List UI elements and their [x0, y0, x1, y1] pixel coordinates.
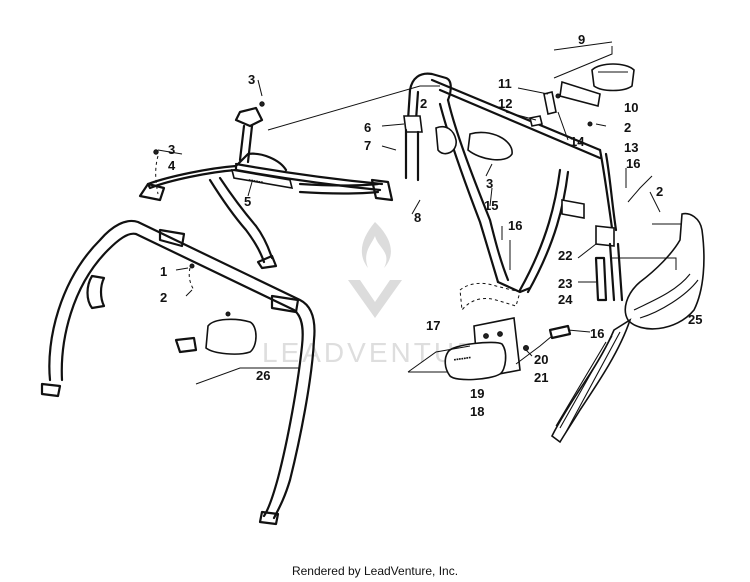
callout-19: 19 [470, 386, 484, 401]
callout-21: 21 [534, 370, 548, 385]
callout-2: 2 [420, 96, 427, 111]
watermark-flame-icon [361, 222, 391, 268]
callout-5: 5 [244, 194, 251, 209]
watermark-v-icon [348, 280, 402, 318]
callout-1: 1 [160, 264, 167, 279]
callout-17: 17 [426, 318, 440, 333]
svg-text:▪▪▪▪▪▪▪: ▪▪▪▪▪▪▪ [453, 355, 472, 364]
part-bracket-3 [234, 101, 265, 164]
callout-9: 9 [578, 32, 585, 47]
callout-16: 16 [626, 156, 640, 171]
callout-11: 11 [498, 76, 512, 91]
callout-3: 3 [248, 72, 255, 87]
callout-26: 26 [256, 368, 270, 383]
callout-12: 12 [498, 96, 512, 111]
callout-labels: 3 3 4 5 1 2 2 6 7 8 11 12 9 10 2 13 14 1… [160, 32, 702, 419]
part-plate-bracket-17: ▪▪▪▪▪▪▪ [407, 317, 572, 381]
callout-6: 6 [364, 120, 371, 135]
footer-credit: Rendered by LeadVenture, Inc. [291, 564, 459, 578]
callout-13: 13 [624, 140, 638, 155]
part-rear-rollbar-2 [403, 72, 624, 312]
callout-24: 24 [558, 292, 573, 307]
callout-3: 3 [486, 176, 493, 191]
part-rear-guard-25 [550, 212, 705, 444]
callout-20: 20 [534, 352, 548, 367]
callout-8: 8 [414, 210, 421, 225]
callout-4: 4 [168, 158, 176, 173]
callout-25: 25 [688, 312, 702, 327]
callout-16: 16 [508, 218, 522, 233]
callout-2: 2 [160, 290, 167, 305]
callout-23: 23 [558, 276, 572, 291]
svg-text:▪▪▪▪▪▪: ▪▪▪▪▪▪ [248, 177, 264, 187]
leader-lines [157, 79, 661, 365]
callout-2: 2 [656, 184, 663, 199]
callout-15: 15 [484, 198, 498, 213]
part-crossbar-5: ▪▪▪▪▪▪ [138, 149, 394, 270]
callout-2: 2 [624, 120, 631, 135]
callout-18: 18 [470, 404, 484, 419]
callout-22: 22 [558, 248, 572, 263]
part-mirror-26 [174, 311, 300, 385]
callout-3: 3 [168, 142, 175, 157]
callout-14: 14 [570, 134, 585, 149]
callout-10: 10 [624, 100, 638, 115]
part-taillight-9 [529, 41, 635, 127]
callout-7: 7 [364, 138, 371, 153]
part-front-rollbar-1 [40, 219, 316, 526]
callout-16: 16 [590, 326, 604, 341]
